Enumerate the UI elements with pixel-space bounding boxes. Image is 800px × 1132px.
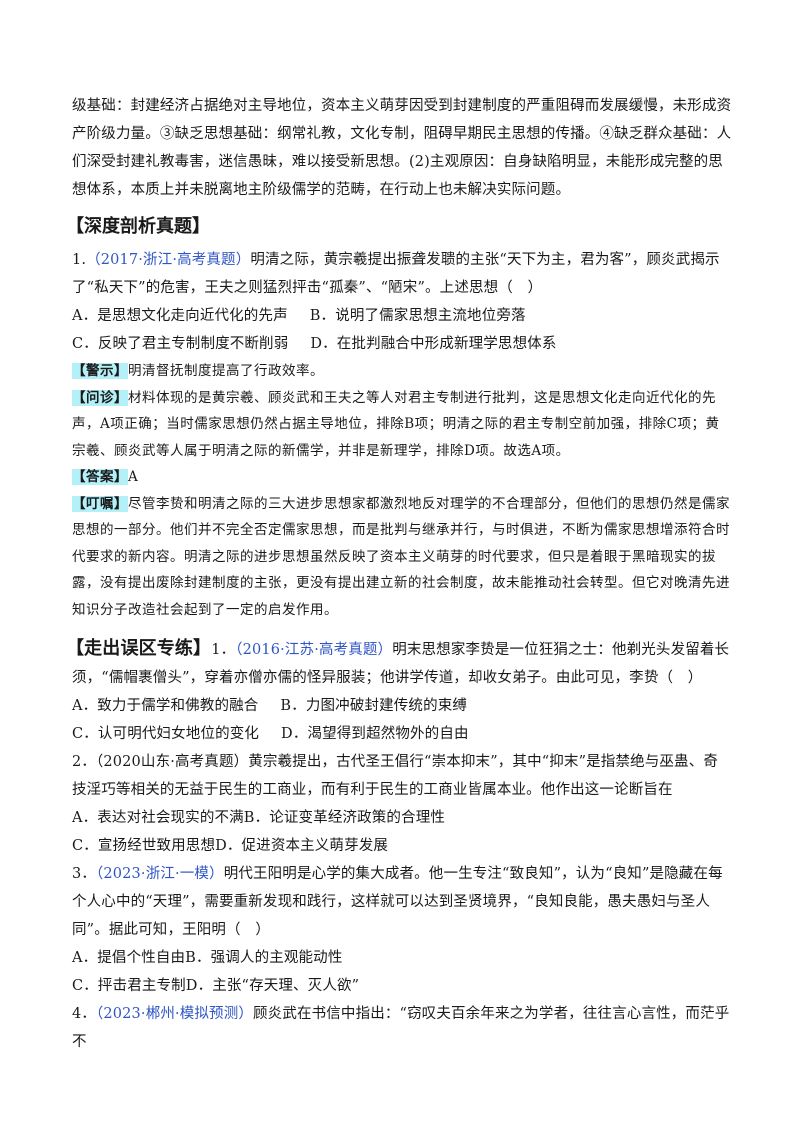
option-row: C．宣扬经世致用思想D．促进资本主义萌芽发展 — [72, 832, 732, 860]
option-c: C．反映了君主专制制度不断削弱 — [72, 336, 289, 352]
diagnosis-block: 【问诊】材料体现的是黄宗羲、顾炎武和王夫之等人对君主专制进行批判，这是思想文化走… — [72, 385, 732, 465]
answer-block: 【答案】A — [72, 464, 732, 491]
diagnosis-tag: 【问诊】 — [72, 389, 128, 406]
question-number: 1. — [72, 252, 87, 268]
intro-paragraph: 级基础：封建经济占据绝对主导地位，资本主义萌芽因受到封建制度的严重阻碍而发展缓慢… — [72, 98, 732, 198]
option-d: D．主张“存天理、灭人欲” — [185, 978, 360, 994]
option-row: C．抨击君主专制D．主张“存天理、灭人欲” — [72, 972, 732, 1000]
answer-text: A — [128, 469, 139, 485]
option-a: A．是思想文化走向近代化的先声 — [72, 308, 288, 324]
note-text: 尽管李贽和明清之际的三大进步思想家都激烈地反对理学的不合理部分，但他们的思想仍然… — [72, 495, 730, 618]
note-tag: 【叮嘱】 — [72, 495, 128, 512]
practice-question-4: 4．（2023·郴州·模拟预测）顾炎武在书信中指出：“窃叹夫百余年来之为学者，往… — [72, 1000, 732, 1056]
question-source: （2023·浙江·一模） — [96, 866, 224, 882]
section-title: 【深度剖析真题】 — [66, 216, 210, 237]
document-page: 级基础：封建经济占据绝对主导地位，资本主义萌芽因受到封建制度的严重阻碍而发展缓慢… — [66, 92, 732, 1056]
question-source: （2016·江苏·高考真题） — [235, 642, 393, 658]
question-text: 黄宗羲提出，古代圣王倡行“崇本抑末”，其中“抑末”是指禁绝与巫蛊、奇技淫巧等相关… — [72, 754, 718, 798]
option-a: A．提倡个性自由 — [72, 950, 186, 966]
question-text: 明清之际，黄宗羲提出振聋发聩的主张“天下为主，君为客”，顾炎武揭示了“私天下”的… — [72, 252, 720, 296]
option-a: A．致力于儒学和佛教的融合 — [72, 698, 259, 714]
note-block: 【叮嘱】尽管李贽和明清之际的三大进步思想家都激烈地反对理学的不合理部分，但他们的… — [72, 491, 732, 624]
question-number: 1． — [211, 642, 236, 658]
section-deep-analysis: 【深度剖析真题】 1.（2017·浙江·高考真题）明清之际，黄宗羲提出振聋发聩的… — [66, 212, 732, 624]
section-title: 【走出误区专练】 — [66, 638, 212, 659]
option-c: C．认可明代妇女地位的变化 — [72, 726, 260, 742]
hint-text: 明清督抚制度提高了行政效率。 — [128, 363, 324, 379]
option-c: C．抨击君主专制 — [72, 978, 186, 994]
option-d: D．促进资本主义萌芽发展 — [215, 838, 389, 854]
question-number: 4． — [72, 1006, 97, 1022]
practice-question-3: 3．（2023·浙江·一模）明代王阳明是心学的集大成者。他一生专注“致良知”，认… — [72, 860, 732, 944]
question-number: 2． — [72, 754, 97, 770]
option-d: D．渴望得到超然物外的自由 — [281, 726, 469, 742]
hint-block: 【警示】明清督抚制度提高了行政效率。 — [72, 358, 732, 385]
option-row: A．是思想文化走向近代化的先声 B．说明了儒家思想主流地位旁落 — [72, 302, 732, 330]
question-source: （2023·郴州·模拟预测） — [96, 1006, 254, 1022]
option-row: A．表达对社会现实的不满B．论证变革经济政策的合理性 — [72, 804, 732, 832]
option-row: A．致力于儒学和佛教的融合 B．力图冲破封建传统的束缚 — [72, 692, 732, 720]
practice-question-1: 【走出误区专练】1．（2016·江苏·高考真题）明末思想家李贽是一位狂狷之士：他… — [66, 635, 732, 692]
question-text: 明代王阳明是心学的集大成者。他一生专注“致良知”，认为“良知”是隐藏在每个人心中… — [72, 866, 723, 938]
question-number: 3． — [72, 866, 97, 882]
option-b: B．力图冲破封建传统的束缚 — [280, 698, 468, 714]
answer-tag: 【答案】 — [72, 469, 128, 485]
option-d: D．在批判融合中形成新理学思想体系 — [310, 336, 557, 352]
practice-question-2: 2．（2020山东·高考真题）黄宗羲提出，古代圣王倡行“崇本抑末”，其中“抑末”… — [72, 748, 732, 804]
option-row: C．认可明代妇女地位的变化 D．渴望得到超然物外的自由 — [72, 720, 732, 748]
question-source: （2017·浙江·高考真题） — [86, 252, 251, 268]
diagnosis-text: 材料体现的是黄宗羲、顾炎武和王夫之等人对君主专制进行批判，这是思想文化走向近代化… — [72, 389, 720, 459]
option-a: A．表达对社会现实的不满 — [72, 810, 244, 826]
question-text: 顾炎武在书信中指出：“窃叹夫百余年来之为学者，往往言心言性，而茫乎不 — [72, 1006, 730, 1050]
option-b: B．论证变革经济政策的合理性 — [243, 810, 446, 826]
question-1-stem: 1.（2017·浙江·高考真题）明清之际，黄宗羲提出振聋发聩的主张“天下为主，君… — [72, 246, 732, 302]
question-source: （2020山东·高考真题） — [96, 754, 249, 770]
question-text: 明末思想家李贽是一位狂狷之士：他剃光头发留着长须，“儒帽裹僧头”，穿着亦僧亦儒的… — [72, 642, 730, 686]
section-practice: 【走出误区专练】1．（2016·江苏·高考真题）明末思想家李贽是一位狂狷之士：他… — [66, 635, 732, 1056]
option-c: C．宣扬经世致用思想 — [72, 838, 216, 854]
option-b: B．强调人的主观能动性 — [185, 950, 343, 966]
option-row: A．提倡个性自由B．强调人的主观能动性 — [72, 944, 732, 972]
option-b: B．说明了儒家思想主流地位旁落 — [309, 308, 526, 324]
hint-tag: 【警示】 — [72, 363, 128, 379]
option-row: C．反映了君主专制制度不断削弱 D．在批判融合中形成新理学思想体系 — [72, 330, 732, 358]
